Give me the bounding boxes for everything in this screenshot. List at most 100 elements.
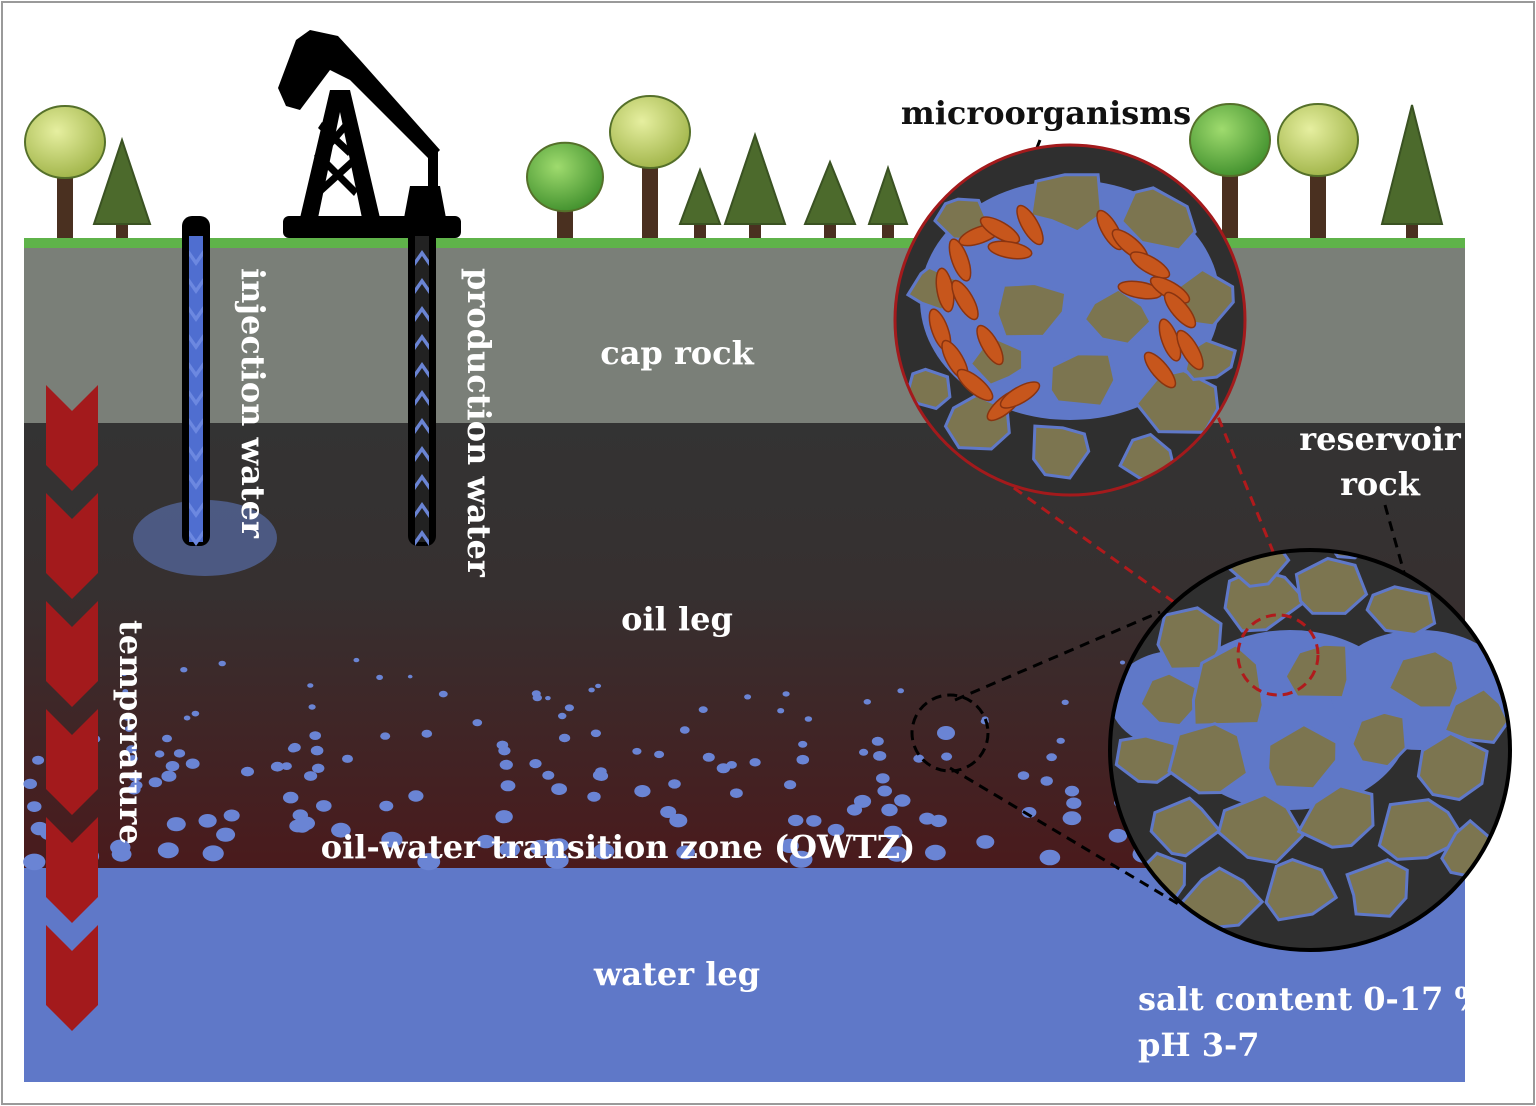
- water-droplet: [542, 770, 555, 780]
- trees: [24, 95, 1444, 238]
- temperature-arrow-segment: [46, 709, 98, 815]
- flow-chevron: [189, 418, 203, 434]
- water-droplet: [558, 712, 567, 720]
- water-droplet: [550, 838, 569, 853]
- water-droplet: [304, 771, 318, 781]
- water-droplet: [198, 814, 217, 828]
- water-droplet: [202, 845, 224, 862]
- water-droplet: [784, 780, 797, 790]
- tree-icon: [526, 141, 604, 238]
- microorganism-cell: [1163, 291, 1197, 329]
- water-droplet: [438, 690, 448, 698]
- injection-water-label: injection water: [234, 268, 272, 539]
- water-droplet: [788, 814, 804, 827]
- water-droplet: [594, 771, 609, 781]
- flow-chevron: [415, 502, 429, 518]
- microorganism-cell: [1143, 351, 1177, 389]
- microorganism-cell: [1129, 251, 1171, 279]
- flow-chevron: [189, 362, 203, 378]
- water-leg-label: water leg: [593, 955, 760, 993]
- microorganism-cell: [1176, 329, 1204, 371]
- water-droplet: [126, 745, 137, 754]
- flow-chevron: [415, 390, 429, 406]
- tree-icon: [1277, 103, 1359, 238]
- rock-grain: [1323, 550, 1372, 560]
- reservoir-rock-label-line1: reservoir: [1299, 420, 1462, 458]
- temperature-arrow-segment: [46, 385, 98, 491]
- rock-grain: [1296, 784, 1375, 849]
- water-droplet: [545, 696, 551, 701]
- flow-chevron: [189, 530, 203, 546]
- water-droplet: [551, 783, 567, 795]
- temperature-arrow-segment: [46, 925, 98, 1031]
- water-droplet: [925, 844, 946, 861]
- water-droplet: [223, 809, 240, 822]
- water-droplet: [789, 850, 813, 868]
- rock-grain: [1119, 186, 1197, 252]
- water-droplet: [127, 755, 138, 763]
- microorganisms-label: microorganisms: [901, 94, 1191, 132]
- production-well: [408, 216, 436, 546]
- rock-grain: [905, 367, 952, 411]
- tree-icon: [803, 159, 857, 238]
- water-droplet: [408, 790, 424, 802]
- water-droplet: [1062, 811, 1082, 826]
- water-droplet: [495, 810, 513, 824]
- production-water-label: production water: [460, 268, 498, 578]
- water-droplet: [660, 806, 677, 818]
- water-droplet: [476, 834, 495, 849]
- water-droplet: [894, 794, 911, 807]
- cap-rock-label: cap rock: [600, 334, 754, 372]
- microorganisms-zoom: [893, 143, 1247, 497]
- water-droplet: [1040, 776, 1053, 786]
- water-droplet: [530, 839, 552, 856]
- water-droplet: [559, 733, 571, 743]
- rock-grain: [1365, 585, 1437, 637]
- water-droplet: [316, 800, 332, 812]
- water-droplet: [417, 853, 441, 871]
- water-droplet: [32, 755, 45, 765]
- water-droplet: [376, 674, 383, 681]
- water-droplet: [331, 822, 351, 838]
- water-droplet: [1066, 797, 1082, 809]
- flow-chevron: [415, 530, 429, 546]
- pumpjack-icon: [278, 30, 461, 238]
- rock-grain: [1416, 731, 1489, 802]
- flow-chevron: [415, 362, 429, 378]
- water-droplet: [913, 754, 925, 763]
- water-droplet: [744, 694, 752, 700]
- water-droplet: [1119, 660, 1126, 665]
- water-droplet: [27, 801, 42, 812]
- reservoir-rock-zoom: [1108, 548, 1512, 952]
- temperature-arrow-segment: [46, 493, 98, 599]
- water-droplet: [730, 788, 743, 798]
- water-droplet: [590, 729, 602, 738]
- flow-chevron: [415, 334, 429, 350]
- water-droplet: [380, 732, 391, 740]
- water-droplet: [309, 731, 322, 740]
- water-droplet: [287, 744, 299, 753]
- water-droplet: [499, 759, 513, 770]
- water-droplet: [595, 683, 602, 689]
- rock-grain: [1175, 866, 1265, 930]
- flow-chevron: [189, 390, 203, 406]
- microorganism-cell: [956, 368, 994, 402]
- temperature-arrows: [46, 385, 98, 1031]
- water-droplet: [806, 815, 822, 827]
- water-droplet: [281, 762, 292, 770]
- water-droplet: [310, 745, 324, 756]
- water-droplet: [886, 846, 908, 862]
- flow-chevron: [415, 278, 429, 294]
- tree-icon: [92, 136, 152, 238]
- water-droplet: [545, 851, 569, 869]
- water-droplet: [154, 750, 165, 758]
- water-droplet: [312, 763, 325, 773]
- water-droplet: [183, 715, 191, 721]
- temperature-arrow-segment: [46, 817, 98, 923]
- temperature-arrow-segment: [46, 601, 98, 707]
- tree-icon: [609, 95, 691, 238]
- water-droplet: [500, 780, 516, 792]
- water-droplet: [23, 853, 46, 871]
- water-droplet: [180, 667, 188, 673]
- water-droplet: [749, 758, 761, 767]
